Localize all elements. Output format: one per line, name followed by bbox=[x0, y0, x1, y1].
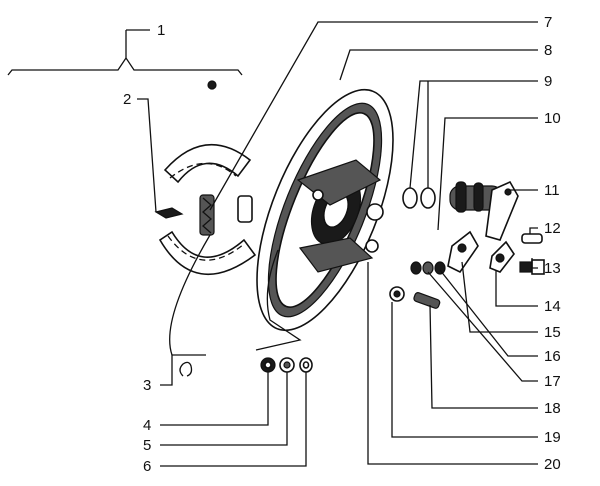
callout-6: 6 bbox=[143, 458, 151, 475]
callout-1: 1 bbox=[157, 22, 165, 39]
callout-20: 20 bbox=[544, 456, 561, 473]
callout-11: 11 bbox=[544, 182, 560, 199]
brake-shoes bbox=[158, 80, 257, 276]
callout-13: 13 bbox=[544, 260, 561, 277]
group-bracket bbox=[7, 56, 243, 76]
callout-12: 12 bbox=[544, 220, 561, 237]
brake-drum-plate bbox=[256, 88, 394, 332]
callout-5: 5 bbox=[143, 437, 151, 454]
callout-15: 15 bbox=[544, 324, 561, 341]
callout-9: 9 bbox=[544, 73, 552, 90]
leader-lines bbox=[137, 21, 538, 467]
callout-10: 10 bbox=[544, 110, 561, 127]
callout-labels: 1 2 3 4 5 6 7 8 9 10 11 12 13 14 15 16 1… bbox=[123, 14, 561, 475]
small-washers-left bbox=[260, 357, 313, 373]
callout-19: 19 bbox=[544, 429, 561, 446]
callout-7: 7 bbox=[544, 14, 552, 31]
callout-14: 14 bbox=[544, 298, 561, 315]
callout-4: 4 bbox=[143, 417, 151, 434]
small-levers bbox=[447, 230, 515, 274]
callout-17: 17 bbox=[544, 373, 561, 390]
nuts-and-washers-center bbox=[389, 261, 446, 309]
bolts-right bbox=[519, 233, 545, 275]
callout-2: 2 bbox=[123, 91, 131, 108]
cam-shaft bbox=[449, 180, 519, 241]
callout-16: 16 bbox=[544, 348, 561, 365]
hook-spring bbox=[179, 361, 193, 377]
callout-3: 3 bbox=[143, 377, 151, 394]
o-rings bbox=[402, 187, 436, 209]
shoe-pin bbox=[154, 207, 184, 219]
callout-8: 8 bbox=[544, 42, 552, 59]
callout-18: 18 bbox=[544, 400, 561, 417]
